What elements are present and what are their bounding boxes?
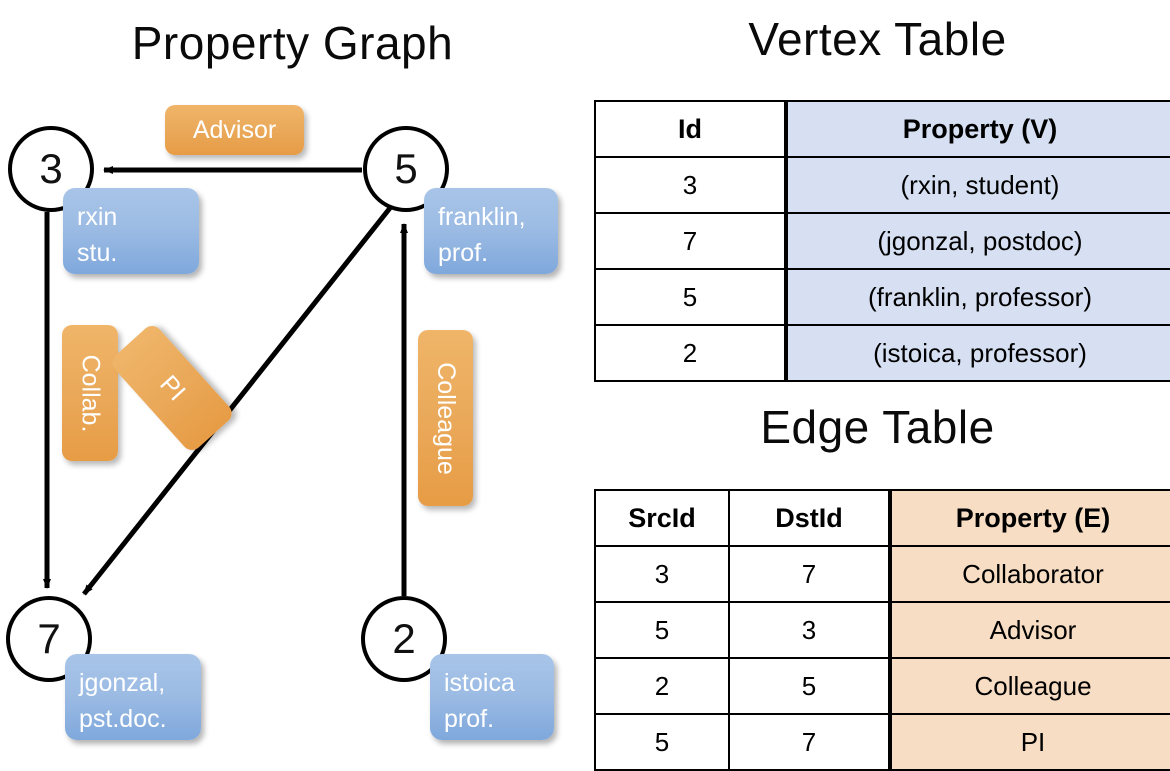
page-title-edge-table: Edge Table	[760, 401, 995, 453]
edge-row-3-src: 5	[594, 713, 730, 771]
edge-label-pi-text: PI	[154, 369, 191, 406]
edge-table-header-row: SrcId DstId Property (E)	[594, 489, 1170, 547]
edge-row-2-dst: 5	[728, 657, 891, 715]
vertex-row-2-property: (franklin, professor)	[784, 268, 1170, 326]
edge-row-3-dst: 7	[728, 713, 891, 771]
page-title-vertex-table: Vertex Table	[748, 13, 1007, 65]
graph-node-7-property-box[interactable]: jgonzal, pst.doc.	[65, 654, 201, 740]
graph-node-2-property-line1: istoica	[444, 669, 515, 697]
edge-label-collab-text: Collab.	[76, 354, 105, 432]
graph-node-5[interactable]: 5	[363, 126, 449, 212]
graph-node-3-property-box[interactable]: rxin stu.	[63, 188, 199, 274]
edge-table-header-property: Property (E)	[888, 489, 1170, 547]
vertex-row-0-property: (rxin, student)	[784, 156, 1170, 214]
property-graph-diagram: Advisor Collab. PI Colleague 3 5 7 2 rxi…	[0, 0, 585, 760]
table-row[interactable]: 3 (rxin, student)	[594, 156, 1170, 214]
graph-node-5-id: 5	[394, 145, 418, 192]
graph-edges-layer	[43, 166, 408, 596]
vertex-row-3-id: 2	[594, 324, 787, 382]
graph-node-2-property-box[interactable]: istoica prof.	[430, 654, 554, 740]
vertex-row-0-id: 3	[594, 156, 787, 214]
vertex-table-header-row: Id Property (V)	[594, 100, 1170, 158]
graph-node-2-id: 2	[392, 615, 416, 662]
edge-table: SrcId DstId Property (E) 3 7 Collaborato…	[594, 489, 1170, 771]
vertex-row-1-id: 7	[594, 212, 787, 270]
table-row[interactable]: 2 5 Colleague	[594, 657, 1170, 715]
edge-row-3-property: PI	[888, 713, 1170, 771]
page-title-property-graph: Property Graph	[131, 17, 454, 69]
graph-node-5-property-line1: franklin,	[438, 203, 526, 231]
edge-row-1-dst: 3	[728, 601, 891, 659]
edge-table-header-srcid: SrcId	[594, 489, 730, 547]
edge-row-0-dst: 7	[728, 545, 891, 603]
table-row[interactable]: 5 7 PI	[594, 713, 1170, 771]
edge-row-0-src: 3	[594, 545, 730, 603]
table-row[interactable]: 2 (istoica, professor)	[594, 324, 1170, 382]
edge-table-header-dstid: DstId	[728, 489, 891, 547]
vertex-row-2-id: 5	[594, 268, 787, 326]
graph-node-2[interactable]: 2	[361, 596, 447, 682]
vertex-table-header-id: Id	[594, 100, 787, 158]
vertex-row-3-property: (istoica, professor)	[784, 324, 1170, 382]
edge-label-advisor-text: Advisor	[192, 115, 277, 144]
vertex-table: Id Property (V) 3 (rxin, student) 7 (jgo…	[594, 100, 1170, 382]
graph-node-3-property-line1: rxin	[77, 203, 118, 231]
edge-row-1-src: 5	[594, 601, 730, 659]
graph-node-2-property-line2: prof.	[444, 704, 495, 733]
table-row[interactable]: 3 7 Collaborator	[594, 545, 1170, 603]
table-row[interactable]: 5 (franklin, professor)	[594, 268, 1170, 326]
graph-node-5-property-box[interactable]: franklin, prof.	[424, 188, 558, 274]
vertex-row-1-property: (jgonzal, postdoc)	[784, 212, 1170, 270]
graph-node-7-property-line1: jgonzal,	[79, 669, 166, 697]
edge-label-colleague[interactable]: Colleague	[418, 330, 473, 506]
edge-row-1-property: Advisor	[888, 601, 1170, 659]
graph-node-3-property-line2: stu.	[77, 238, 118, 267]
edge-arrow-5-to-7	[82, 206, 392, 596]
vertex-table-header-property: Property (V)	[784, 100, 1170, 158]
edge-label-collab[interactable]: Collab.	[62, 325, 118, 461]
table-row[interactable]: 5 3 Advisor	[594, 601, 1170, 659]
graph-node-3-id: 3	[39, 145, 63, 192]
edge-row-2-property: Colleague	[888, 657, 1170, 715]
graph-node-7-id: 7	[37, 615, 61, 662]
edge-label-advisor[interactable]: Advisor	[165, 105, 304, 155]
edge-label-colleague-text: Colleague	[432, 361, 460, 475]
edge-row-0-property: Collaborator	[888, 545, 1170, 603]
graph-node-7-property-line2: pst.doc.	[79, 704, 167, 733]
edge-row-2-src: 2	[594, 657, 730, 715]
graph-node-5-property-line2: prof.	[438, 238, 489, 267]
table-row[interactable]: 7 (jgonzal, postdoc)	[594, 212, 1170, 270]
